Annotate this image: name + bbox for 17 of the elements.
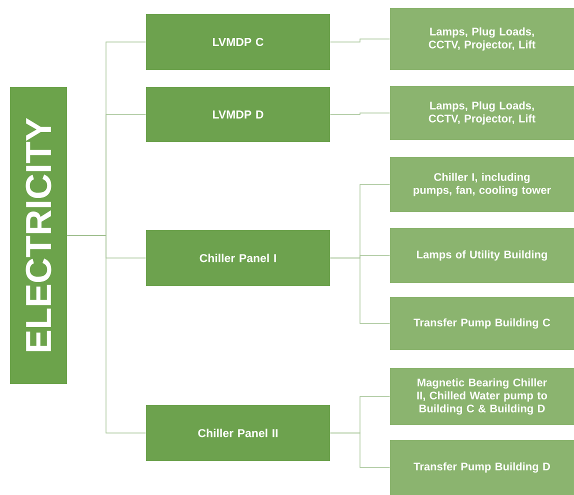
- load-box: Lamps, Plug Loads, CCTV, Projector, Lift: [390, 8, 574, 70]
- load-box: Magnetic Bearing Chiller II, Chilled Water pump to Building C & Building D: [390, 368, 574, 425]
- load-box: Lamps, Plug Loads, CCTV, Projector, Lift: [390, 86, 574, 140]
- connector-line: [66, 235, 146, 434]
- load-box: Transfer Pump Building D: [390, 440, 574, 495]
- panel-box: Chiller Panel I: [146, 230, 330, 286]
- load-box: Transfer Pump Building C: [390, 296, 574, 350]
- connector-line: [330, 432, 390, 468]
- load-box: Chiller I, including pumps, fan, cooling tower: [390, 157, 574, 212]
- connector-line: [330, 38, 390, 42]
- panel-box: Chiller Panel II: [146, 404, 330, 461]
- connector-line: [330, 112, 390, 115]
- panel-box: LVMDP D: [146, 87, 330, 142]
- connector-line: [330, 258, 390, 324]
- load-box: Lamps of Utility Building: [390, 228, 574, 283]
- panel-box: LVMDP C: [146, 14, 330, 70]
- title-banner: ELECTRICITY: [10, 87, 67, 384]
